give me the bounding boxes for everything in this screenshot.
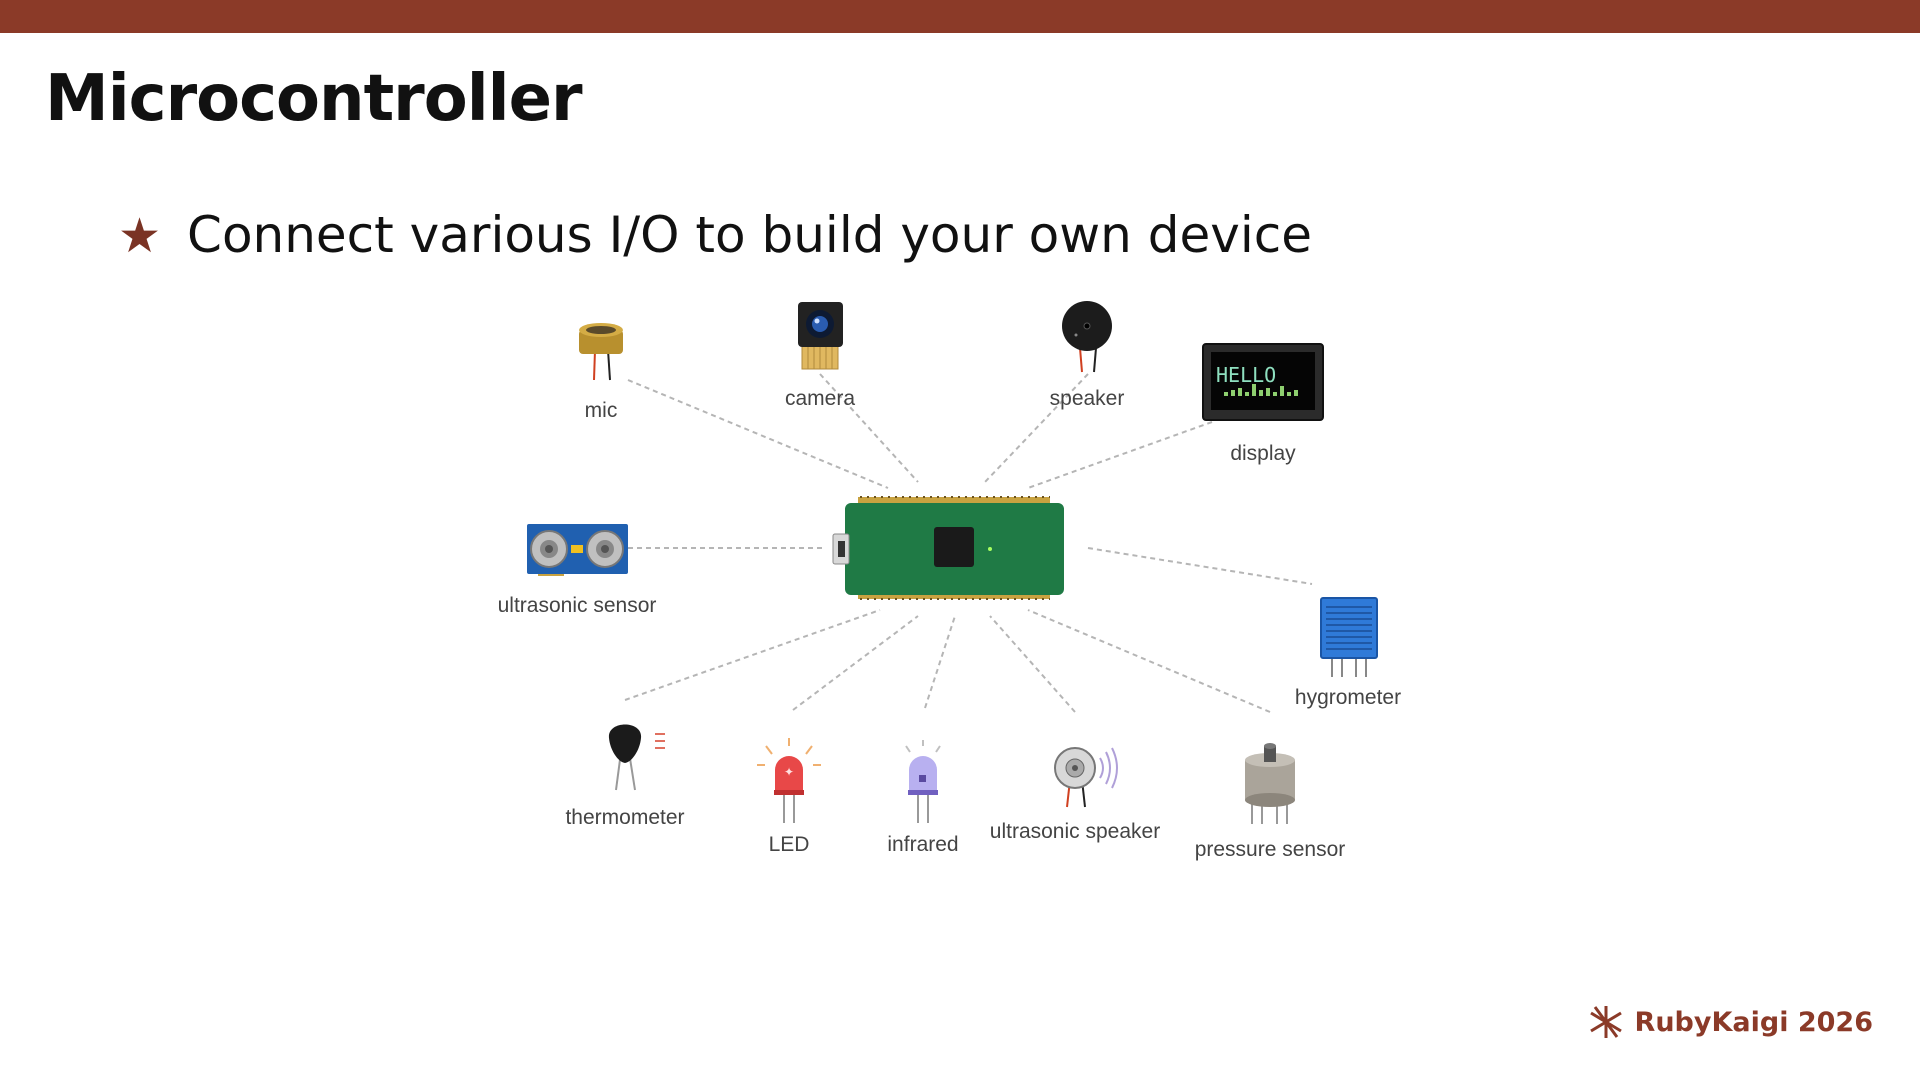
speaker-icon xyxy=(1062,301,1112,373)
label-mic: mic xyxy=(585,399,618,422)
slide-title: Microcontroller xyxy=(45,62,583,136)
line-speaker xyxy=(984,373,1089,483)
line-camera xyxy=(819,373,919,483)
line-hygrometer xyxy=(1087,547,1313,585)
label-pressure-sensor: pressure sensor xyxy=(1195,838,1346,861)
label-hygrometer: hygrometer xyxy=(1295,686,1401,709)
top-accent-bar xyxy=(0,0,1920,33)
microcontroller-board xyxy=(832,496,1064,600)
line-mic xyxy=(627,379,889,489)
hygrometer-icon xyxy=(1320,597,1378,677)
infrared-icon xyxy=(905,740,941,823)
ultrasonic-speaker-icon xyxy=(1054,747,1118,808)
label-display: display xyxy=(1230,442,1296,465)
camera-icon xyxy=(798,302,843,370)
svg-text:✦: ✦ xyxy=(784,765,794,779)
line-display xyxy=(1027,421,1213,489)
thermometer-icon xyxy=(608,724,665,791)
line-pressure-sensor xyxy=(1027,609,1271,713)
label-thermometer: thermometer xyxy=(565,806,684,829)
brand-name: RubyKaigi 2026 xyxy=(1634,1006,1873,1038)
mic-icon xyxy=(579,323,623,381)
bullet-item: ★ Connect various I/O to build your own d… xyxy=(118,206,1312,264)
led-icon: ✦ xyxy=(757,738,821,823)
label-infrared: infrared xyxy=(887,833,958,856)
star-icon: ★ xyxy=(118,208,162,264)
connection-lines xyxy=(624,373,1313,713)
line-ultrasonic-speaker xyxy=(989,615,1076,713)
label-ultrasonic-sensor: ultrasonic sensor xyxy=(498,594,657,617)
label-speaker: speaker xyxy=(1050,387,1125,410)
line-infrared xyxy=(924,615,956,709)
pressure-sensor-icon xyxy=(1245,743,1295,824)
label-ultrasonic-speaker: ultrasonic speaker xyxy=(990,820,1160,843)
display-icon: HELLO xyxy=(1202,343,1324,421)
bullet-text: Connect various I/O to build your own de… xyxy=(187,206,1312,264)
display-screen-text: HELLO xyxy=(1216,363,1276,387)
ultrasonic-sensor-icon xyxy=(527,524,628,576)
label-camera: camera xyxy=(785,387,855,410)
line-thermometer xyxy=(624,609,881,701)
brand-footer: RubyKaigi 2026 xyxy=(1587,1003,1873,1041)
label-led: LED xyxy=(769,833,810,856)
rubykaigi-logo-icon xyxy=(1589,1006,1622,1038)
line-led xyxy=(792,615,919,711)
